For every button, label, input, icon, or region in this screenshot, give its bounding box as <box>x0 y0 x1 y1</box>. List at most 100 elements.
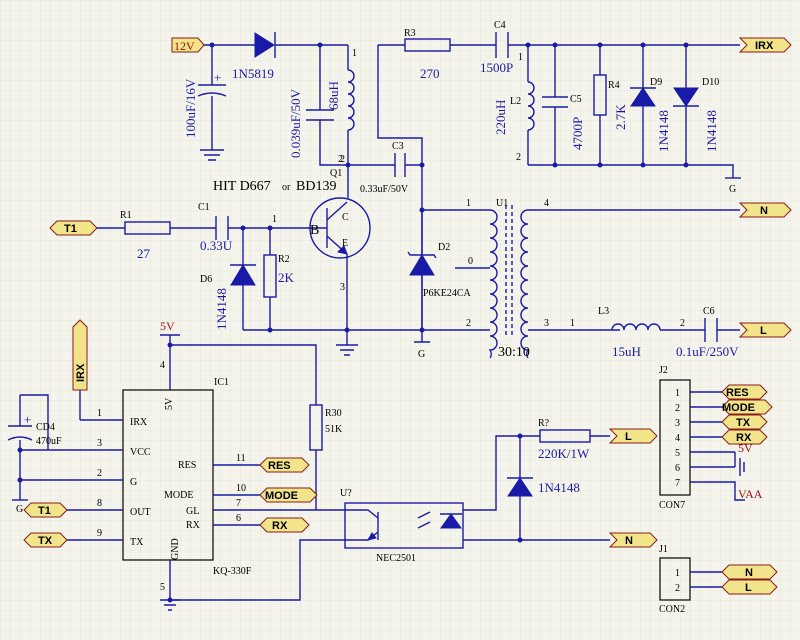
q1-collector: C <box>342 212 349 223</box>
ic-pin8: 8 <box>97 498 102 509</box>
port-t1-left-label: T1 <box>64 223 77 235</box>
port-irx-top: IRX <box>738 37 792 53</box>
port-n-top: N <box>738 202 792 218</box>
capacitor-c5 <box>542 45 568 165</box>
d9-value: 1N4148 <box>656 110 671 152</box>
ic-pin-vcc: VCC <box>130 447 151 458</box>
c039-value: 0.039uF/50V <box>288 88 303 158</box>
port-irx-top-label: IRX <box>755 40 774 52</box>
ic-pin2: 2 <box>97 468 102 479</box>
ic-pin6: 6 <box>236 513 241 524</box>
port-irx-vert-label: IRX <box>75 363 87 382</box>
r30-value: 51K <box>325 424 343 435</box>
ic-pin-mode: MODE <box>164 490 193 501</box>
gnd-top-label: G <box>729 184 736 195</box>
port-j2-tx-label: TX <box>736 417 751 429</box>
j1-pin2: 2 <box>675 583 680 594</box>
l2-name: L2 <box>510 96 521 107</box>
ic-pin1: 1 <box>97 408 102 419</box>
j2-pin5: 5 <box>675 448 680 459</box>
port-j2-res: RES <box>721 384 768 400</box>
port-t1-left: T1 <box>49 220 98 236</box>
inductor-l2 <box>527 45 535 165</box>
j1-name: J1 <box>659 544 668 555</box>
u1-pin4: 4 <box>544 198 549 209</box>
l2-pin1: 1 <box>518 52 523 63</box>
capacitor-039uf <box>306 45 348 166</box>
r3-name: R3 <box>404 28 416 39</box>
port-5v-label: 5V <box>160 319 175 333</box>
rq-name: R? <box>538 418 550 429</box>
ic1-part: KQ-330F <box>213 566 252 577</box>
resistor-r3 <box>404 38 451 52</box>
l2-pin2: 2 <box>516 152 521 163</box>
port-res-out: RES <box>259 457 310 473</box>
l68-pin2: 2 <box>340 154 345 165</box>
j2-pin6: 6 <box>675 463 680 474</box>
gnd-mid-label: G <box>418 349 425 360</box>
u1-name: U1 <box>496 198 508 209</box>
port-j1-n: N <box>721 564 778 580</box>
capacitor-c6 <box>704 318 718 342</box>
connector-j2 <box>659 379 736 496</box>
diode-d2 <box>407 210 437 330</box>
gnd-left-label: G <box>16 504 23 515</box>
l3-pin2: 2 <box>680 318 685 329</box>
c1-name: C1 <box>198 202 210 213</box>
c6-value: 0.1uF/250V <box>676 344 739 359</box>
j1-part: CON2 <box>659 604 685 615</box>
port-l-mid-label: L <box>625 431 632 443</box>
j2-part: CON7 <box>659 500 685 511</box>
port-l-top: L <box>738 322 792 338</box>
resistor-r30 <box>309 404 323 451</box>
port-mode-out: MODE <box>259 487 318 503</box>
port-j2-vaa-label: VAA <box>738 487 763 501</box>
port-12v: 12V <box>171 37 205 53</box>
port-t1-out: T1 <box>23 502 68 518</box>
q1-pin3: 3 <box>340 282 345 293</box>
q1-name: Q1 <box>330 168 342 179</box>
d1-value: 1N5819 <box>232 66 274 81</box>
cd4-name: CD4 <box>36 422 55 433</box>
ic-pin-gl: GL <box>186 506 199 517</box>
transistor-q1 <box>270 165 371 330</box>
ic-pin7: 7 <box>236 498 241 509</box>
port-rx-out-label: RX <box>272 520 288 532</box>
inductor-68uh <box>347 45 355 165</box>
capacitor-c3 <box>348 153 422 177</box>
svg-text:+: + <box>214 70 221 85</box>
cd4-value: 470uF <box>36 436 62 447</box>
c1-value: 0.33U <box>200 238 233 253</box>
port-j2-mode: MODE <box>721 399 773 415</box>
ic-pin-gnd: GND <box>170 538 181 560</box>
ground-q1 <box>336 330 358 356</box>
ic-pin5: 5 <box>160 582 165 593</box>
diode-d1 <box>254 32 276 58</box>
q1-base: B <box>310 223 319 238</box>
c4-value: 1500P <box>480 60 513 75</box>
r1-value: 27 <box>137 246 151 261</box>
r30-name: R30 <box>325 408 342 419</box>
ic-pin11: 11 <box>236 453 246 464</box>
j2-pin2: 2 <box>675 403 680 414</box>
port-n-mid: N <box>608 532 658 548</box>
d6-value: 1N4148 <box>214 288 229 330</box>
inductor-l3 <box>611 323 740 331</box>
r3-value: 270 <box>420 66 440 81</box>
ic-pin-rx: RX <box>186 520 201 531</box>
l2-value: 220uH <box>493 100 508 135</box>
r4-name: R4 <box>608 80 620 91</box>
port-n-mid-label: N <box>625 535 633 547</box>
d2-value: P6KE24CA <box>423 288 472 299</box>
u2-part: NEC2501 <box>376 553 416 564</box>
u1-pin2: 2 <box>466 318 471 329</box>
ic1-name: IC1 <box>214 377 229 388</box>
port-tx-in-label: TX <box>38 535 53 547</box>
diode-d9 <box>630 45 656 165</box>
l3-value: 15uH <box>612 344 641 359</box>
j2-pin3: 3 <box>675 418 680 429</box>
optocoupler-u2 <box>344 502 464 549</box>
d6-name: D6 <box>200 274 212 285</box>
